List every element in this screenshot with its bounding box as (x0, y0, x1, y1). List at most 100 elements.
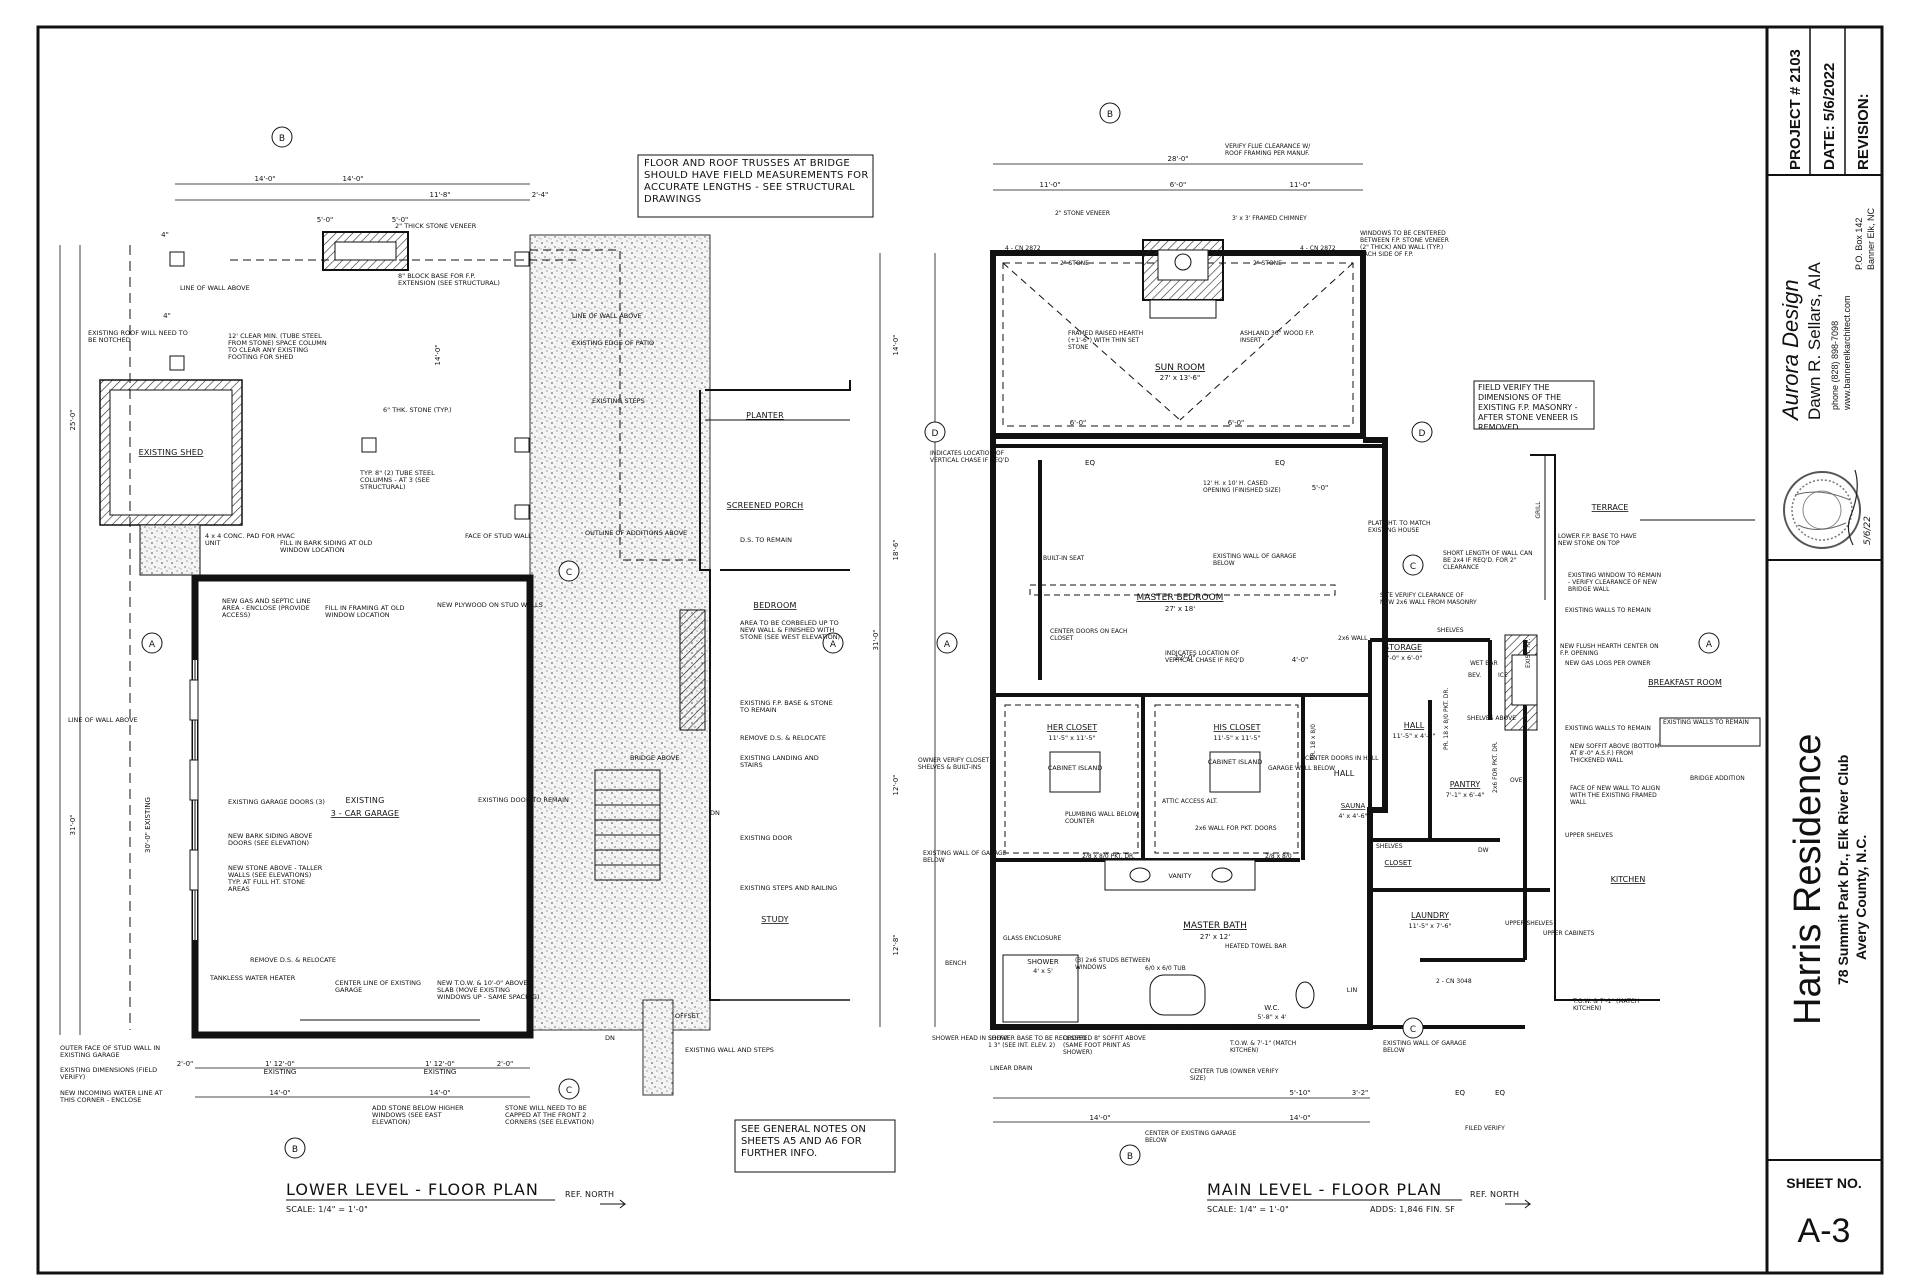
room-label: CLOSET (1384, 859, 1412, 867)
lower-step-stone (642, 999, 674, 1096)
main-dimension: 6'-0" (1070, 419, 1087, 427)
bathtub (1149, 974, 1206, 1016)
firm-city: Banner Elk, NC (1866, 207, 1876, 270)
toilet (1295, 981, 1315, 1009)
lower-dimensions: 14'-0"14'-0"11'-8"2'-4"5'-0"5'-0"4"4"14'… (69, 175, 548, 1097)
lower-note: EXISTING WALL AND STEPS (685, 1046, 774, 1054)
main-note: 4 - CN 2872 (1300, 245, 1336, 252)
svg-text:C: C (566, 1086, 572, 1096)
room-label: SUN ROOM (1155, 363, 1205, 373)
lower-level-plan: B A A C C B EXISTING 3 - CAR GARAGE EXIS… (59, 126, 896, 1214)
svg-text:D: D (932, 429, 939, 439)
section-marker-b-bottom-main: B (1119, 1144, 1141, 1166)
main-note: 2x6 FOR PKT. DR. (1492, 741, 1499, 793)
lower-dimension: 4" (163, 312, 171, 320)
main-note: 2" STONE (1253, 260, 1282, 267)
svg-text:B: B (1127, 1152, 1133, 1162)
lower-dimension: EXISTING (264, 1068, 297, 1076)
room-label: 27' x 12' (1200, 933, 1230, 941)
room-label: 11'-5" x 11'-5" (1213, 734, 1260, 742)
main-dimension: EQ (1275, 459, 1285, 467)
main-note: 2x6 WALL FOR PKT. DOORS (1195, 825, 1277, 832)
section-marker-b-top: B (271, 126, 293, 148)
main-note: EXISTING WALLS TO REMAIN (1565, 725, 1651, 732)
lower-note: D.S. TO REMAIN (740, 536, 792, 544)
room-label: 27' x 13'-6" (1160, 374, 1200, 382)
main-note: ATTIC ACCESS ALT. (1162, 798, 1218, 805)
main-note: 2" STONE VENEER (1055, 210, 1110, 217)
room-garage-2: 3 - CAR GARAGE (331, 809, 400, 818)
svg-text:B: B (292, 1145, 298, 1155)
room-label: HALL (1404, 721, 1425, 730)
lower-note: LINE OF WALL ABOVE (68, 716, 138, 724)
svg-text:C: C (1410, 1025, 1416, 1035)
main-note: FILED VERIFY (1465, 1125, 1505, 1132)
main-note: UPPER CABINETS (1543, 930, 1595, 937)
lower-dimension: 2'-4" (532, 191, 549, 199)
room-label: TERRACE (1591, 503, 1629, 512)
main-note: 2/8 x 8/0 (1265, 853, 1292, 860)
main-note: DW (1478, 847, 1489, 854)
architect-seal-icon (1783, 469, 1861, 549)
room-label: W.C. (1264, 1004, 1279, 1012)
room-label: MASTER BATH (1183, 921, 1247, 931)
section-marker-c-bottom-main: C (1402, 1017, 1424, 1039)
room-label: SAUNA (1341, 802, 1366, 810)
room-label: VANITY (1168, 872, 1191, 880)
svg-text:A: A (830, 640, 837, 650)
general-note: SEE GENERAL NOTES ON SHEETS A5 AND A6 FO… (741, 1124, 866, 1159)
lower-note: OFFSET (675, 1012, 700, 1020)
main-note: HEATED TOWEL BAR (1225, 943, 1287, 950)
main-dimension: 6'-0" (1170, 181, 1187, 189)
lower-note: FACE OF STUD WALL (465, 532, 532, 540)
room-label: 5'-8" x 4' (1257, 1013, 1287, 1021)
section-marker-d-right: D (1411, 421, 1433, 443)
main-note: CN 1860 (1220, 1025, 1246, 1032)
main-dimension: 14'-0" (892, 334, 900, 355)
main-dimension: EQ (1495, 1089, 1505, 1097)
main-note: BENCH (945, 960, 966, 967)
lower-note: DN (710, 809, 720, 817)
existing-stairs (594, 769, 661, 881)
section-marker-d-left: D (924, 421, 946, 443)
main-note: SHOWER HEAD IN SOFFIT (932, 1035, 1009, 1042)
project-address-1: 78 Summit Park Dr., Elk River Club (1835, 755, 1851, 985)
svg-text:A: A (1706, 640, 1713, 650)
main-dimension: 28'-0" (1167, 155, 1188, 163)
sheet-number: A-3 (1798, 1212, 1851, 1250)
main-note: SHELVES ABOVE (1467, 715, 1516, 722)
main-note: CN 3660 (1175, 1025, 1201, 1032)
lower-note: BRIDGE ABOVE (630, 754, 679, 762)
main-dimension: 12'-0" (892, 774, 900, 795)
lower-dimension: 2'-0" (497, 1060, 514, 1068)
lower-note: EXISTING DOOR TO REMAIN (478, 796, 569, 804)
room-label: STORAGE (1384, 643, 1422, 652)
main-plan-title: MAIN LEVEL - FLOOR PLAN (1207, 1180, 1442, 1199)
cabinet-island-his (1209, 751, 1261, 793)
lower-dimension: 31'-0" (69, 814, 77, 835)
lower-dimension: 14'-0" (269, 1089, 290, 1097)
section-marker-a-left: A (141, 632, 163, 654)
sheet-border (36, 25, 1884, 1275)
lower-dimension: 2'-0" (177, 1060, 194, 1068)
main-note: EXISTING WALLS TO REMAIN (1565, 607, 1651, 614)
svg-text:B: B (279, 134, 285, 144)
main-note: 2 - CN 3048 (1436, 978, 1472, 985)
lower-plan-north: REF. NORTH (565, 1190, 614, 1199)
room-label: HIS CLOSET (1213, 723, 1260, 732)
